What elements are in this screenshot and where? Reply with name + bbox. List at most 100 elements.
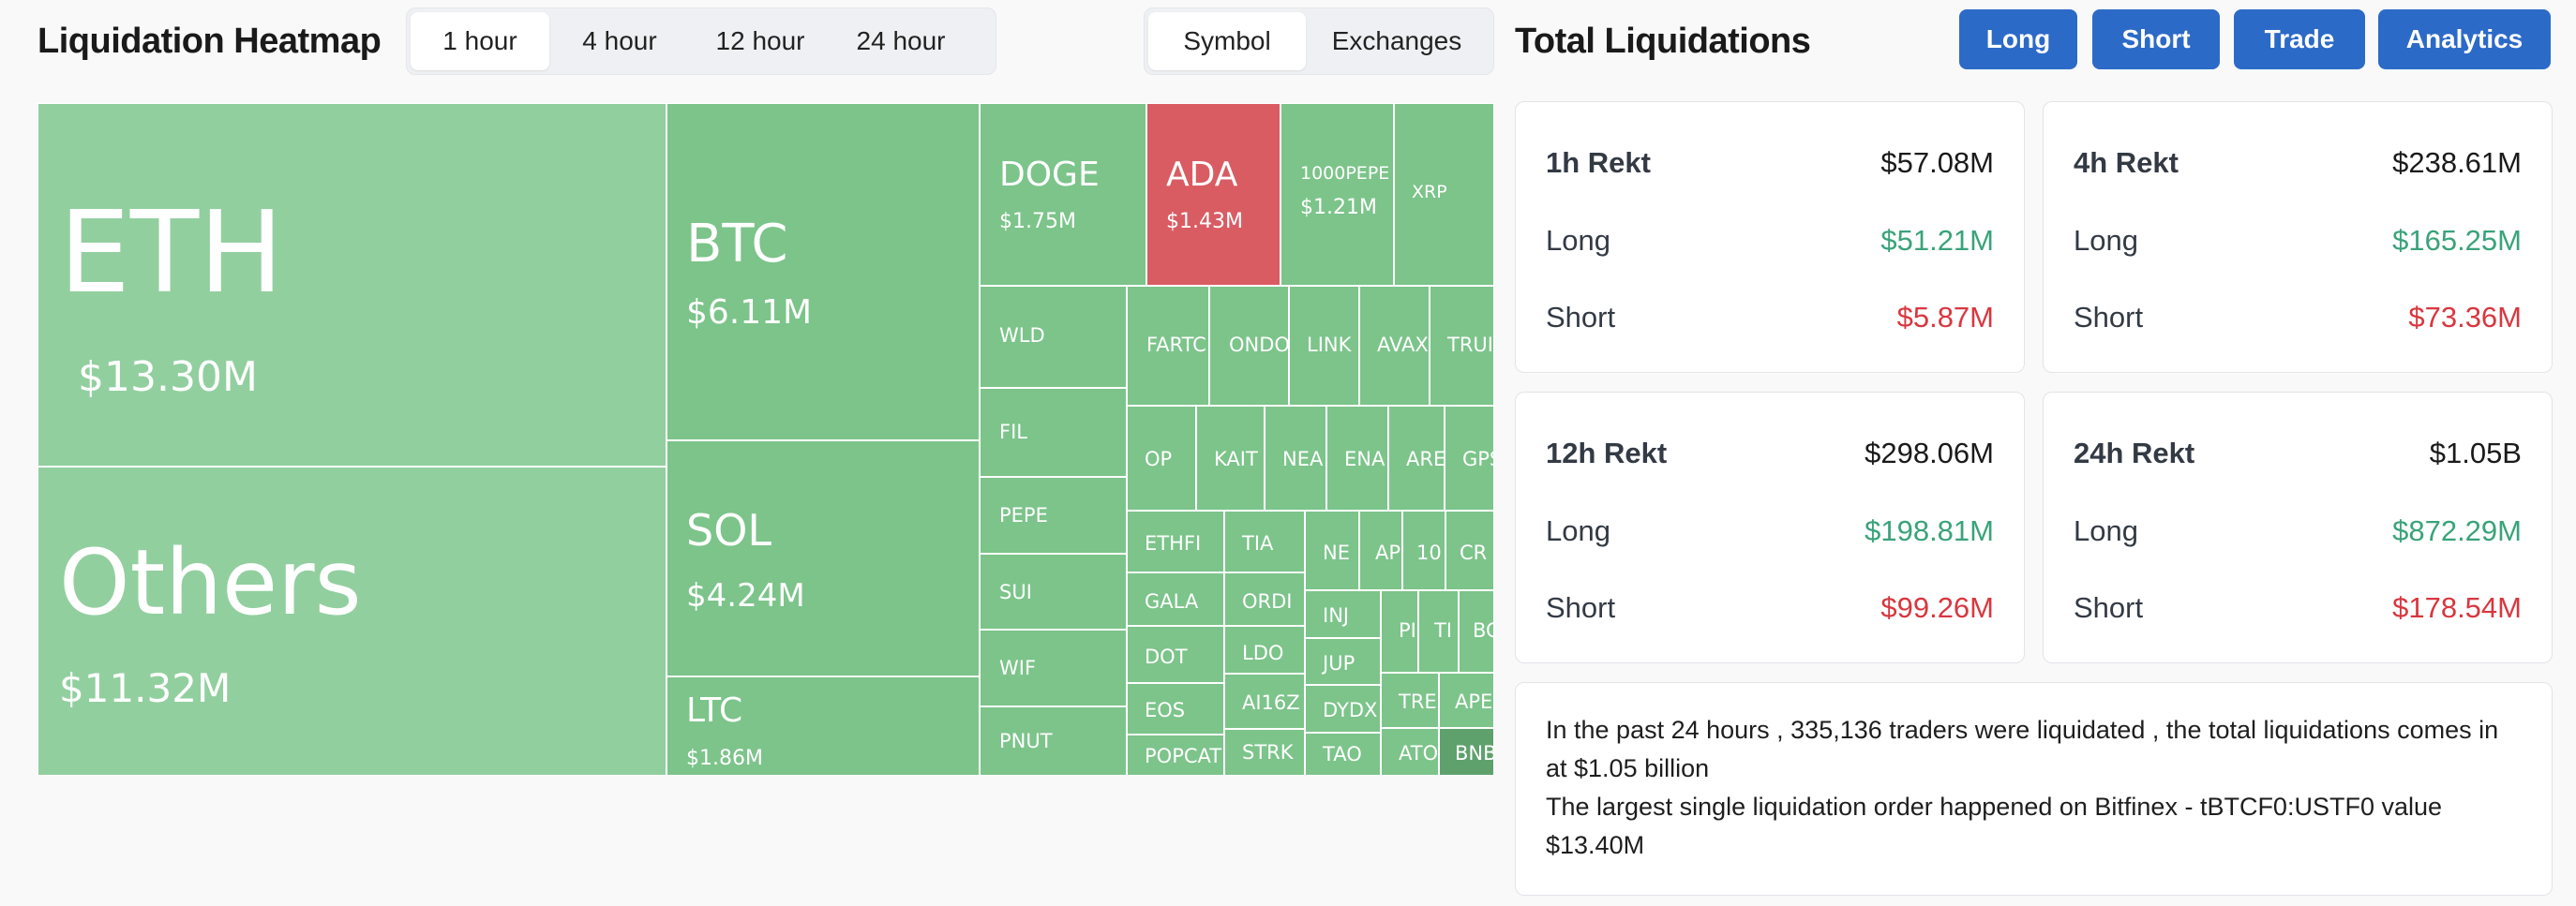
- analytics-button[interactable]: Analytics: [2378, 9, 2551, 69]
- heatmap-tile-bnb[interactable]: BNB: [1439, 728, 1494, 776]
- heatmap-tile-eos[interactable]: EOS: [1127, 683, 1224, 735]
- tile-symbol: ONDO: [1229, 334, 1289, 356]
- tile-symbol: ENA: [1344, 448, 1385, 470]
- heatmap-tile-fartc[interactable]: FARTC: [1127, 286, 1209, 406]
- tile-symbol: GALA: [1145, 590, 1199, 613]
- tab-24-hour[interactable]: 24 hour: [856, 26, 946, 55]
- heatmap-tile-avax[interactable]: AVAX: [1359, 286, 1430, 406]
- heatmap-tile-op[interactable]: OP: [1127, 406, 1196, 511]
- heatmap-tile-pi[interactable]: PI: [1381, 590, 1418, 673]
- tab-4-hour[interactable]: 4 hour: [582, 26, 657, 55]
- heatmap-tile-xrp[interactable]: XRP: [1394, 103, 1494, 286]
- heatmap-tile-ap[interactable]: AP: [1359, 511, 1402, 590]
- tile-symbol: NE: [1323, 542, 1350, 564]
- heatmap-tile-link[interactable]: LINK: [1289, 286, 1359, 406]
- tab-symbol[interactable]: Symbol: [1148, 12, 1306, 70]
- heatmap-tile-dot[interactable]: DOT: [1127, 626, 1224, 683]
- liquidation-summary: In the past 24 hours , 335,136 traders w…: [1515, 682, 2553, 896]
- heatmap-tile-others[interactable]: Others $11.32M: [37, 467, 666, 776]
- short-label: Short: [1546, 301, 1616, 334]
- heatmap-tile-tao[interactable]: TAO: [1305, 733, 1381, 776]
- tab-1-hour[interactable]: 1 hour: [411, 12, 549, 70]
- tile-value: $1.43M: [1166, 210, 1243, 233]
- long-button[interactable]: Long: [1959, 9, 2077, 69]
- tile-symbol: NEA: [1282, 448, 1324, 470]
- heatmap-tile-gala[interactable]: GALA: [1127, 572, 1224, 626]
- rekt-card-24h: 24h Rekt$1.05B Long$872.29M Short$178.54…: [2043, 392, 2553, 663]
- heatmap-tile-btc[interactable]: BTC$6.11M: [666, 103, 980, 440]
- heatmap-title: Liquidation Heatmap: [37, 22, 382, 61]
- tile-symbol: BNB: [1455, 742, 1494, 765]
- tile-symbol: AI16Z: [1242, 691, 1300, 714]
- tile-symbol: INJ: [1323, 604, 1350, 627]
- long-value: $198.81M: [1865, 514, 1994, 547]
- card-title: 12h Rekt: [1546, 437, 1668, 469]
- tile-symbol: SOL: [686, 505, 772, 556]
- short-button[interactable]: Short: [2092, 9, 2220, 69]
- tab-12-hour[interactable]: 12 hour: [715, 26, 805, 55]
- tile-symbol: FIL: [999, 421, 1027, 443]
- heatmap-tile-cr[interactable]: CR: [1445, 511, 1494, 590]
- long-value: $165.25M: [2392, 224, 2522, 257]
- heatmap-tile-wld[interactable]: WLD: [980, 286, 1127, 388]
- tile-symbol: ARE: [1406, 448, 1445, 470]
- tile-symbol: TIA: [1242, 532, 1274, 555]
- heatmap-tile-tia[interactable]: TIA: [1224, 511, 1305, 572]
- short-label: Short: [2074, 591, 2144, 624]
- heatmap-tile-ondo[interactable]: ONDO: [1209, 286, 1289, 406]
- heatmap-tile-ethfi[interactable]: ETHFI: [1127, 511, 1224, 572]
- heatmap-tile-ldo[interactable]: LDO: [1224, 626, 1305, 674]
- heatmap-tile-nea[interactable]: NEA: [1265, 406, 1326, 511]
- heatmap-tile-ti[interactable]: TI: [1418, 590, 1459, 673]
- heatmap-tile-inj[interactable]: INJ: [1305, 590, 1381, 638]
- heatmap-tile-pnut[interactable]: PNUT: [980, 706, 1127, 776]
- heatmap-tile-ordi[interactable]: ORDI: [1224, 572, 1305, 626]
- short-value: $73.36M: [2408, 301, 2522, 334]
- tile-symbol: ETHFI: [1145, 532, 1202, 555]
- heatmap-tile-bc[interactable]: BC: [1459, 590, 1494, 673]
- short-label: Short: [2074, 301, 2144, 334]
- tile-symbol: LDO: [1242, 642, 1284, 664]
- heatmap-tile-jup[interactable]: JUP: [1305, 638, 1381, 685]
- trade-button[interactable]: Trade: [2234, 9, 2365, 69]
- heatmap-tile-ai16z[interactable]: AI16Z: [1224, 674, 1305, 729]
- tile-symbol: AP: [1375, 542, 1401, 564]
- heatmap-tile-ada[interactable]: ADA$1.43M: [1146, 103, 1281, 286]
- heatmap-tile-tre[interactable]: TRE: [1381, 673, 1439, 728]
- heatmap-tile-1000pepe[interactable]: 1000PEPE$1.21M: [1281, 103, 1394, 286]
- tile-symbol: ETH: [59, 188, 284, 319]
- tile-symbol: SUI: [999, 581, 1032, 603]
- heatmap-tile-fil[interactable]: FIL: [980, 388, 1127, 477]
- heatmap-tile-ena[interactable]: ENA: [1326, 406, 1388, 511]
- tile-symbol: BC: [1473, 619, 1493, 642]
- heatmap-tile-gps[interactable]: GPS: [1445, 406, 1494, 511]
- tab-exchanges[interactable]: Exchanges: [1331, 26, 1462, 55]
- heatmap-tile-sui[interactable]: SUI: [980, 554, 1127, 630]
- heatmap-tile-dydx[interactable]: DYDX: [1305, 685, 1381, 733]
- heatmap-tile-popcat[interactable]: POPCAT: [1127, 735, 1224, 776]
- heatmap-tile-10[interactable]: 10: [1402, 511, 1445, 590]
- heatmap-tile-ato[interactable]: ATO: [1381, 728, 1439, 776]
- heatmap-tile-trui[interactable]: TRUI: [1430, 286, 1494, 406]
- long-label: Long: [1546, 514, 1610, 547]
- heatmap-tile-ltc[interactable]: LTC$1.86M: [666, 676, 980, 776]
- tile-symbol: GPS: [1462, 448, 1493, 470]
- heatmap-tile-kait[interactable]: KAIT: [1196, 406, 1265, 511]
- heatmap-tile-ape[interactable]: APE: [1439, 673, 1494, 728]
- card-title: 24h Rekt: [2074, 437, 2195, 469]
- heatmap-tile-eth[interactable]: ETH $13.30M: [37, 103, 666, 467]
- heatmap-tile-strk[interactable]: STRK: [1224, 729, 1305, 776]
- tile-symbol: STRK: [1242, 741, 1294, 764]
- heatmap-tile-doge[interactable]: DOGE$1.75M: [980, 103, 1146, 286]
- heatmap-tile-pepe[interactable]: PEPE: [980, 477, 1127, 554]
- heatmap-tile-wif[interactable]: WIF: [980, 630, 1127, 706]
- tile-symbol: KAIT: [1214, 448, 1258, 470]
- tile-symbol: Others: [59, 530, 362, 635]
- heatmap-tile-ne[interactable]: NE: [1305, 511, 1359, 590]
- tile-value: $11.32M: [59, 665, 232, 711]
- tile-value: $1.21M: [1300, 196, 1377, 219]
- tile-value: $1.86M: [686, 747, 763, 770]
- heatmap-tile-are[interactable]: ARE: [1388, 406, 1445, 511]
- tile-value: $13.30M: [78, 353, 258, 401]
- heatmap-tile-sol[interactable]: SOL$4.24M: [666, 440, 980, 676]
